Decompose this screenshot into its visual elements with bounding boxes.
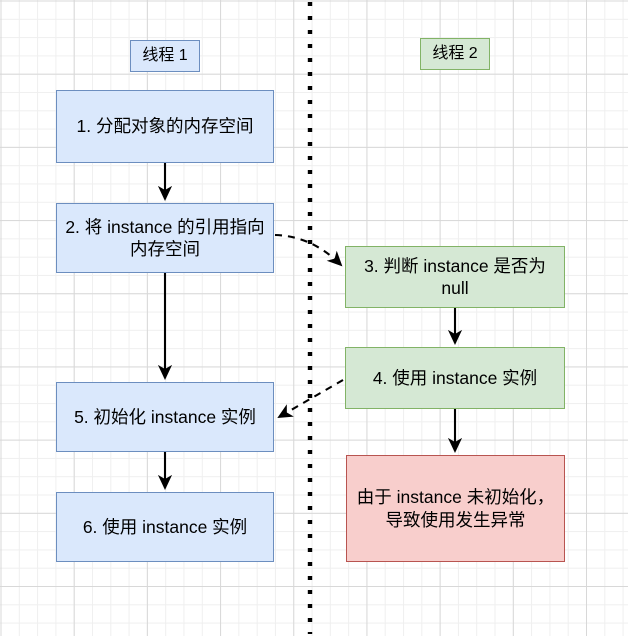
node-step-6[interactable]: 6. 使用 instance 实例 — [56, 492, 274, 562]
node-exception-note-label: 由于 instance 未初始化，导致使用发生异常 — [356, 487, 555, 530]
lane-label-thread-1-text: 线程 1 — [142, 46, 188, 64]
node-step-4[interactable]: 4. 使用 instance 实例 — [345, 347, 565, 409]
lane-label-thread-2-text: 线程 2 — [432, 44, 478, 62]
node-step-4-label: 4. 使用 instance 实例 — [372, 367, 538, 388]
node-step-1[interactable]: 1. 分配对象的内存空间 — [56, 90, 274, 163]
node-step-6-label: 6. 使用 instance 实例 — [82, 516, 248, 537]
thread-divider — [307, 2, 313, 634]
node-step-2[interactable]: 2. 将 instance 的引用指向内存空间 — [56, 203, 274, 273]
lane-label-thread-1: 线程 1 — [130, 40, 200, 72]
node-step-2-label: 2. 将 instance 的引用指向内存空间 — [65, 216, 265, 259]
node-step-5-label: 5. 初始化 instance 实例 — [74, 406, 256, 427]
node-exception-note[interactable]: 由于 instance 未初始化，导致使用发生异常 — [346, 455, 565, 562]
node-step-5[interactable]: 5. 初始化 instance 实例 — [56, 382, 274, 452]
node-step-3[interactable]: 3. 判断 instance 是否为 null — [345, 246, 565, 308]
node-step-1-label: 1. 分配对象的内存空间 — [76, 116, 254, 137]
lane-label-thread-2: 线程 2 — [420, 38, 490, 70]
node-step-3-label: 3. 判断 instance 是否为 null — [364, 255, 546, 298]
